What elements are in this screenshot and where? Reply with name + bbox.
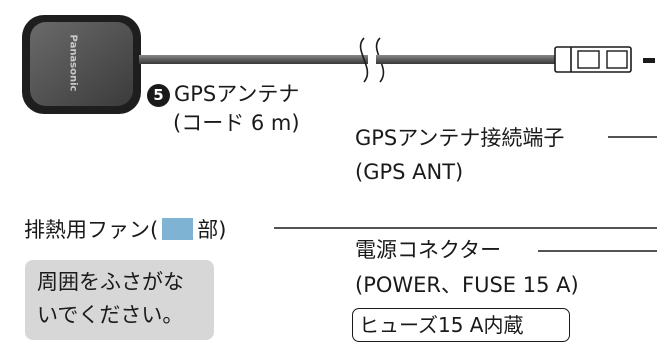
fan-label-prefix: 排熱用ファン( [24, 218, 159, 242]
antenna-port-tab [643, 58, 655, 63]
fan-note-box: 周囲をふさがな いでください。 [25, 260, 214, 340]
fuse-note-box: ヒューズ15 A内蔵 [352, 308, 570, 342]
antenna-brand-text: Panasonic [67, 34, 79, 92]
antenna-cable-right [376, 55, 558, 64]
fan-color-swatch [162, 218, 194, 240]
antenna-terminal-sublabel: (GPS ANT) [355, 160, 464, 184]
fan-note-line-2: いでください。 [37, 303, 184, 327]
fuse-note: ヒューズ15 A内蔵 [359, 313, 524, 337]
power-connector-sublabel: (POWER、FUSE 15 A) [355, 273, 579, 297]
cord-length-label: (コード 6 m) [173, 111, 300, 135]
gps-antenna-unit [22, 15, 141, 114]
power-connector-label: 電源コネクター [355, 238, 502, 262]
antenna-cable-left [139, 55, 368, 64]
number-badge: 5 [147, 84, 170, 107]
antenna-terminal-label: GPSアンテナ接続端子 [355, 126, 565, 150]
antenna-connector-plug [554, 46, 632, 73]
gps-antenna-name: GPSアンテナ [174, 82, 300, 106]
fan-label: 排熱用ファン( 部) [24, 218, 226, 241]
fan-note-line-1: 周囲をふさがな [37, 270, 184, 294]
fan-label-suffix: 部) [197, 218, 227, 242]
